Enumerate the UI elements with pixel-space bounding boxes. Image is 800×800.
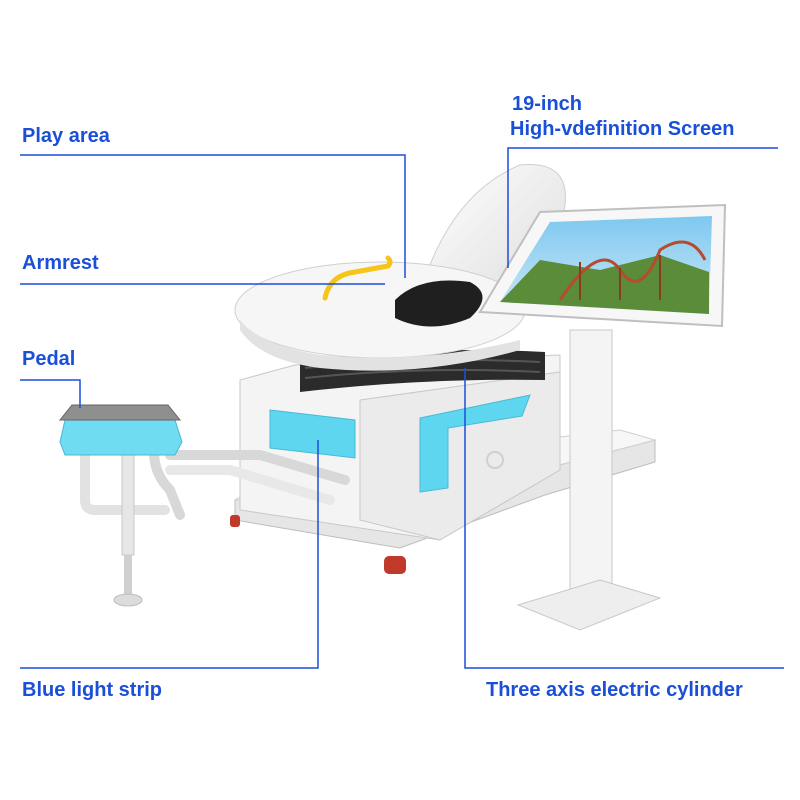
pedal-box [59,419,183,456]
label-screen-type: High-vdefinition Screen [510,118,735,140]
pedal-top [58,404,182,421]
pedal-foot [113,593,143,607]
wheel-left [230,515,240,527]
seat-shell [234,164,566,371]
blue-light-strip-left [269,409,356,459]
screen [478,203,727,328]
label-screen-size: 19-inch [512,93,583,115]
pedal-post [121,454,135,556]
screen-coaster-track [558,240,707,301]
screen-coaster-supports [579,255,661,300]
wheel-front [384,556,406,574]
leader-screen [507,147,778,268]
label-play-area: Play area [22,125,110,147]
armrest-handle [322,255,393,301]
leader-pedal [20,379,81,408]
cockpit-opening [395,280,483,327]
blue-light-strip-front [419,394,531,493]
label-cylinder: Three axis electric cylinder [486,679,743,701]
label-pedal: Pedal [22,348,76,370]
label-blue-light-strip: Blue light strip [22,679,162,701]
leader-cylinder [464,368,784,669]
speaker-grille [486,451,504,469]
stand-foot [516,579,662,631]
leader-blue-light-strip [20,440,319,669]
leader-lines [20,147,784,669]
screen-stand [516,329,662,631]
screen-scenery [500,255,709,314]
leader-play-area [20,154,406,278]
pedal-assembly [58,404,350,607]
pedal-post-lower [124,555,132,595]
stand-pillar [569,329,613,606]
caster-wheels [230,515,406,574]
label-armrest: Armrest [22,252,99,274]
